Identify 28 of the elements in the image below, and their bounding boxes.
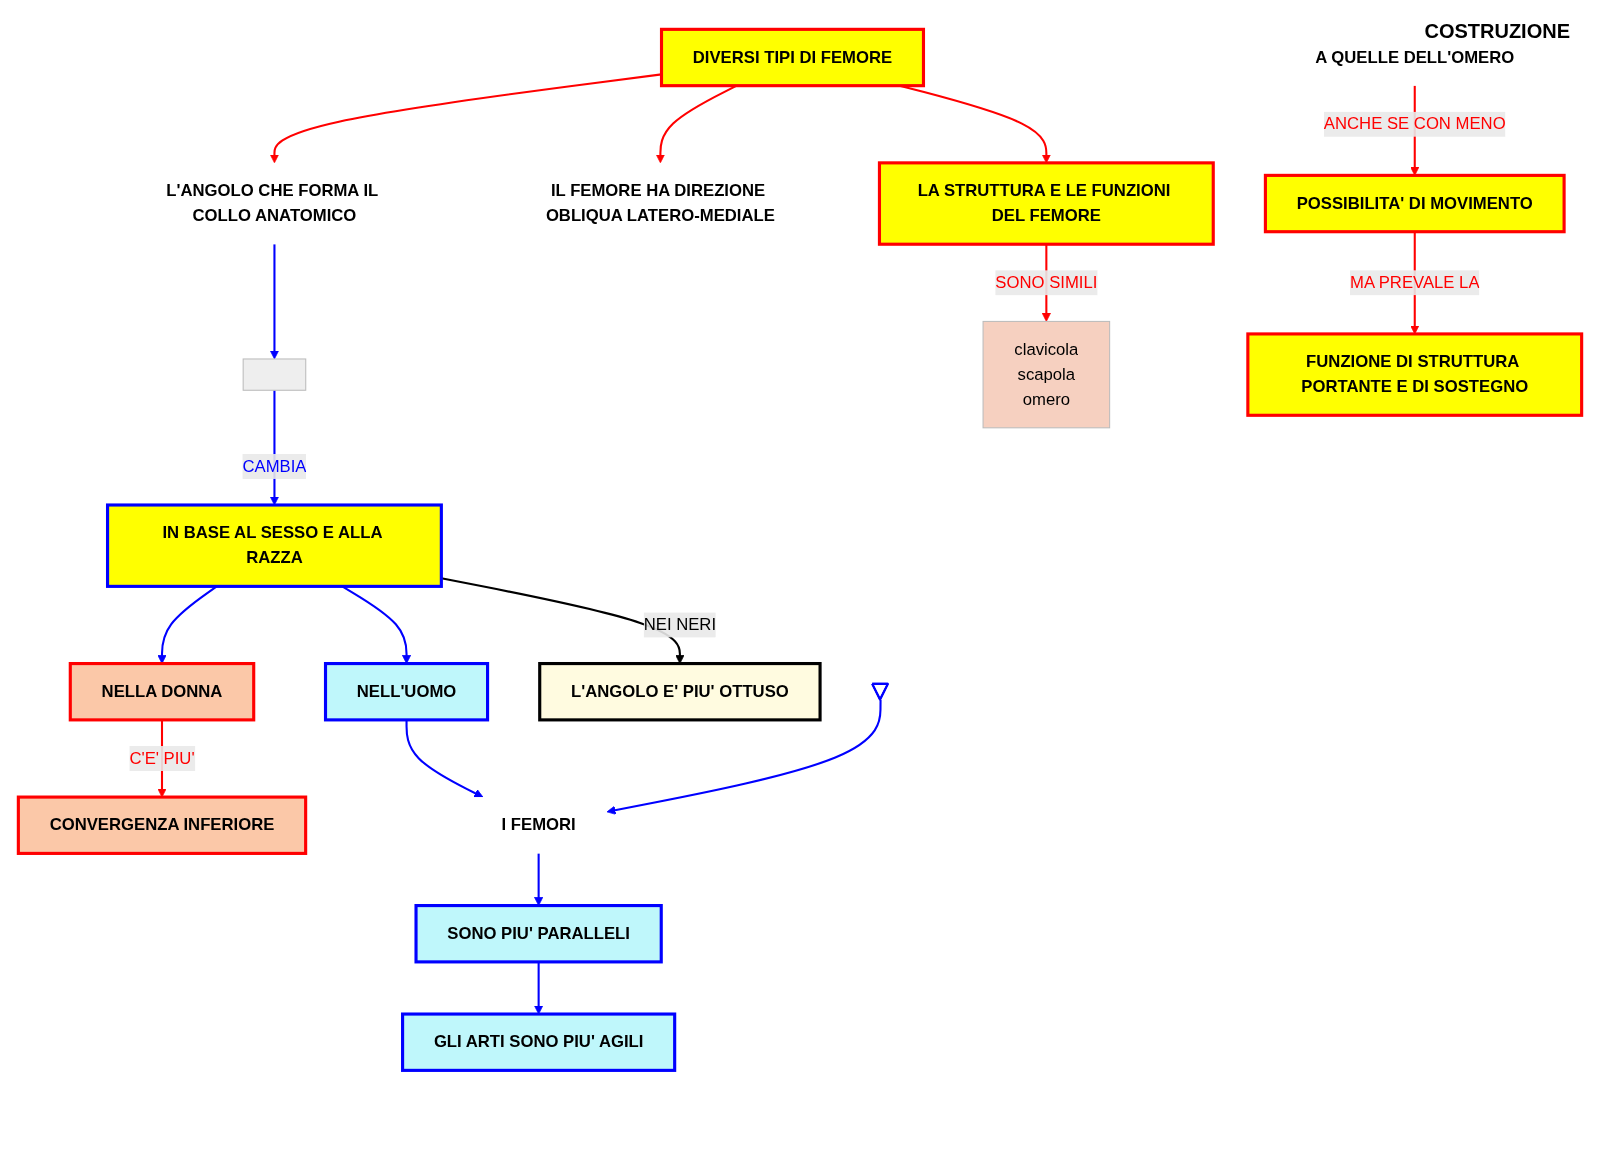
node-box: SONO PIU' PARALLELI <box>414 904 663 964</box>
edge-label: SONO SIMILI <box>995 273 1098 292</box>
edge-label: MA PREVALE LA <box>1349 273 1480 292</box>
edge-label: C'E' PIU' <box>129 749 195 767</box>
node-picture <box>242 358 307 391</box>
node-box: DIVERSI TIPI DI FEMORE <box>659 27 926 88</box>
node-box: GLI ARTI SONO PIU' AGILI <box>401 1012 677 1073</box>
edge-label: NEI NERI <box>643 615 717 634</box>
arrow <box>269 244 280 360</box>
edge-label: CAMBIA <box>242 457 307 475</box>
node-box: LA STRUTTURA E LE FUNZIONI DEL FEMORE <box>877 161 1215 246</box>
node-box: POSSIBILITA' DI MOVIMENTO <box>1263 173 1566 234</box>
note-text: COSTRUZIONE <box>1424 20 1570 43</box>
node-text: IL FEMORE HA DIREZIONE OBLIQUA LATERO-MEDIALE <box>545 181 775 225</box>
node-text: L'ANGOLO CHE FORMA IL COLLO ANATOMICO <box>166 181 378 225</box>
node-text: I FEMORI <box>501 815 576 834</box>
arrow <box>606 700 882 815</box>
node-box: CONVERGENZA INFERIORE <box>16 795 308 856</box>
node-box: NELLA DONNA <box>68 662 256 722</box>
arrow <box>405 720 484 798</box>
node-box: FUNZIONE DI STRUTTURA PORTANTE E DI SOSTEGNO <box>1246 332 1584 417</box>
node-box: NELL'UOMO <box>323 662 490 722</box>
node-box: L'ANGOLO E' PIU' OTTUSO <box>538 662 822 722</box>
node-box: IN BASE AL SESSO E ALLA RAZZA <box>106 503 443 589</box>
node-text: A QUELLE DELL'OMERO <box>1315 48 1515 66</box>
arrow <box>534 962 544 1015</box>
edge-label: ANCHE SE CON MENO <box>1323 115 1506 133</box>
node-box: clavicola scapola omero <box>982 321 1111 429</box>
